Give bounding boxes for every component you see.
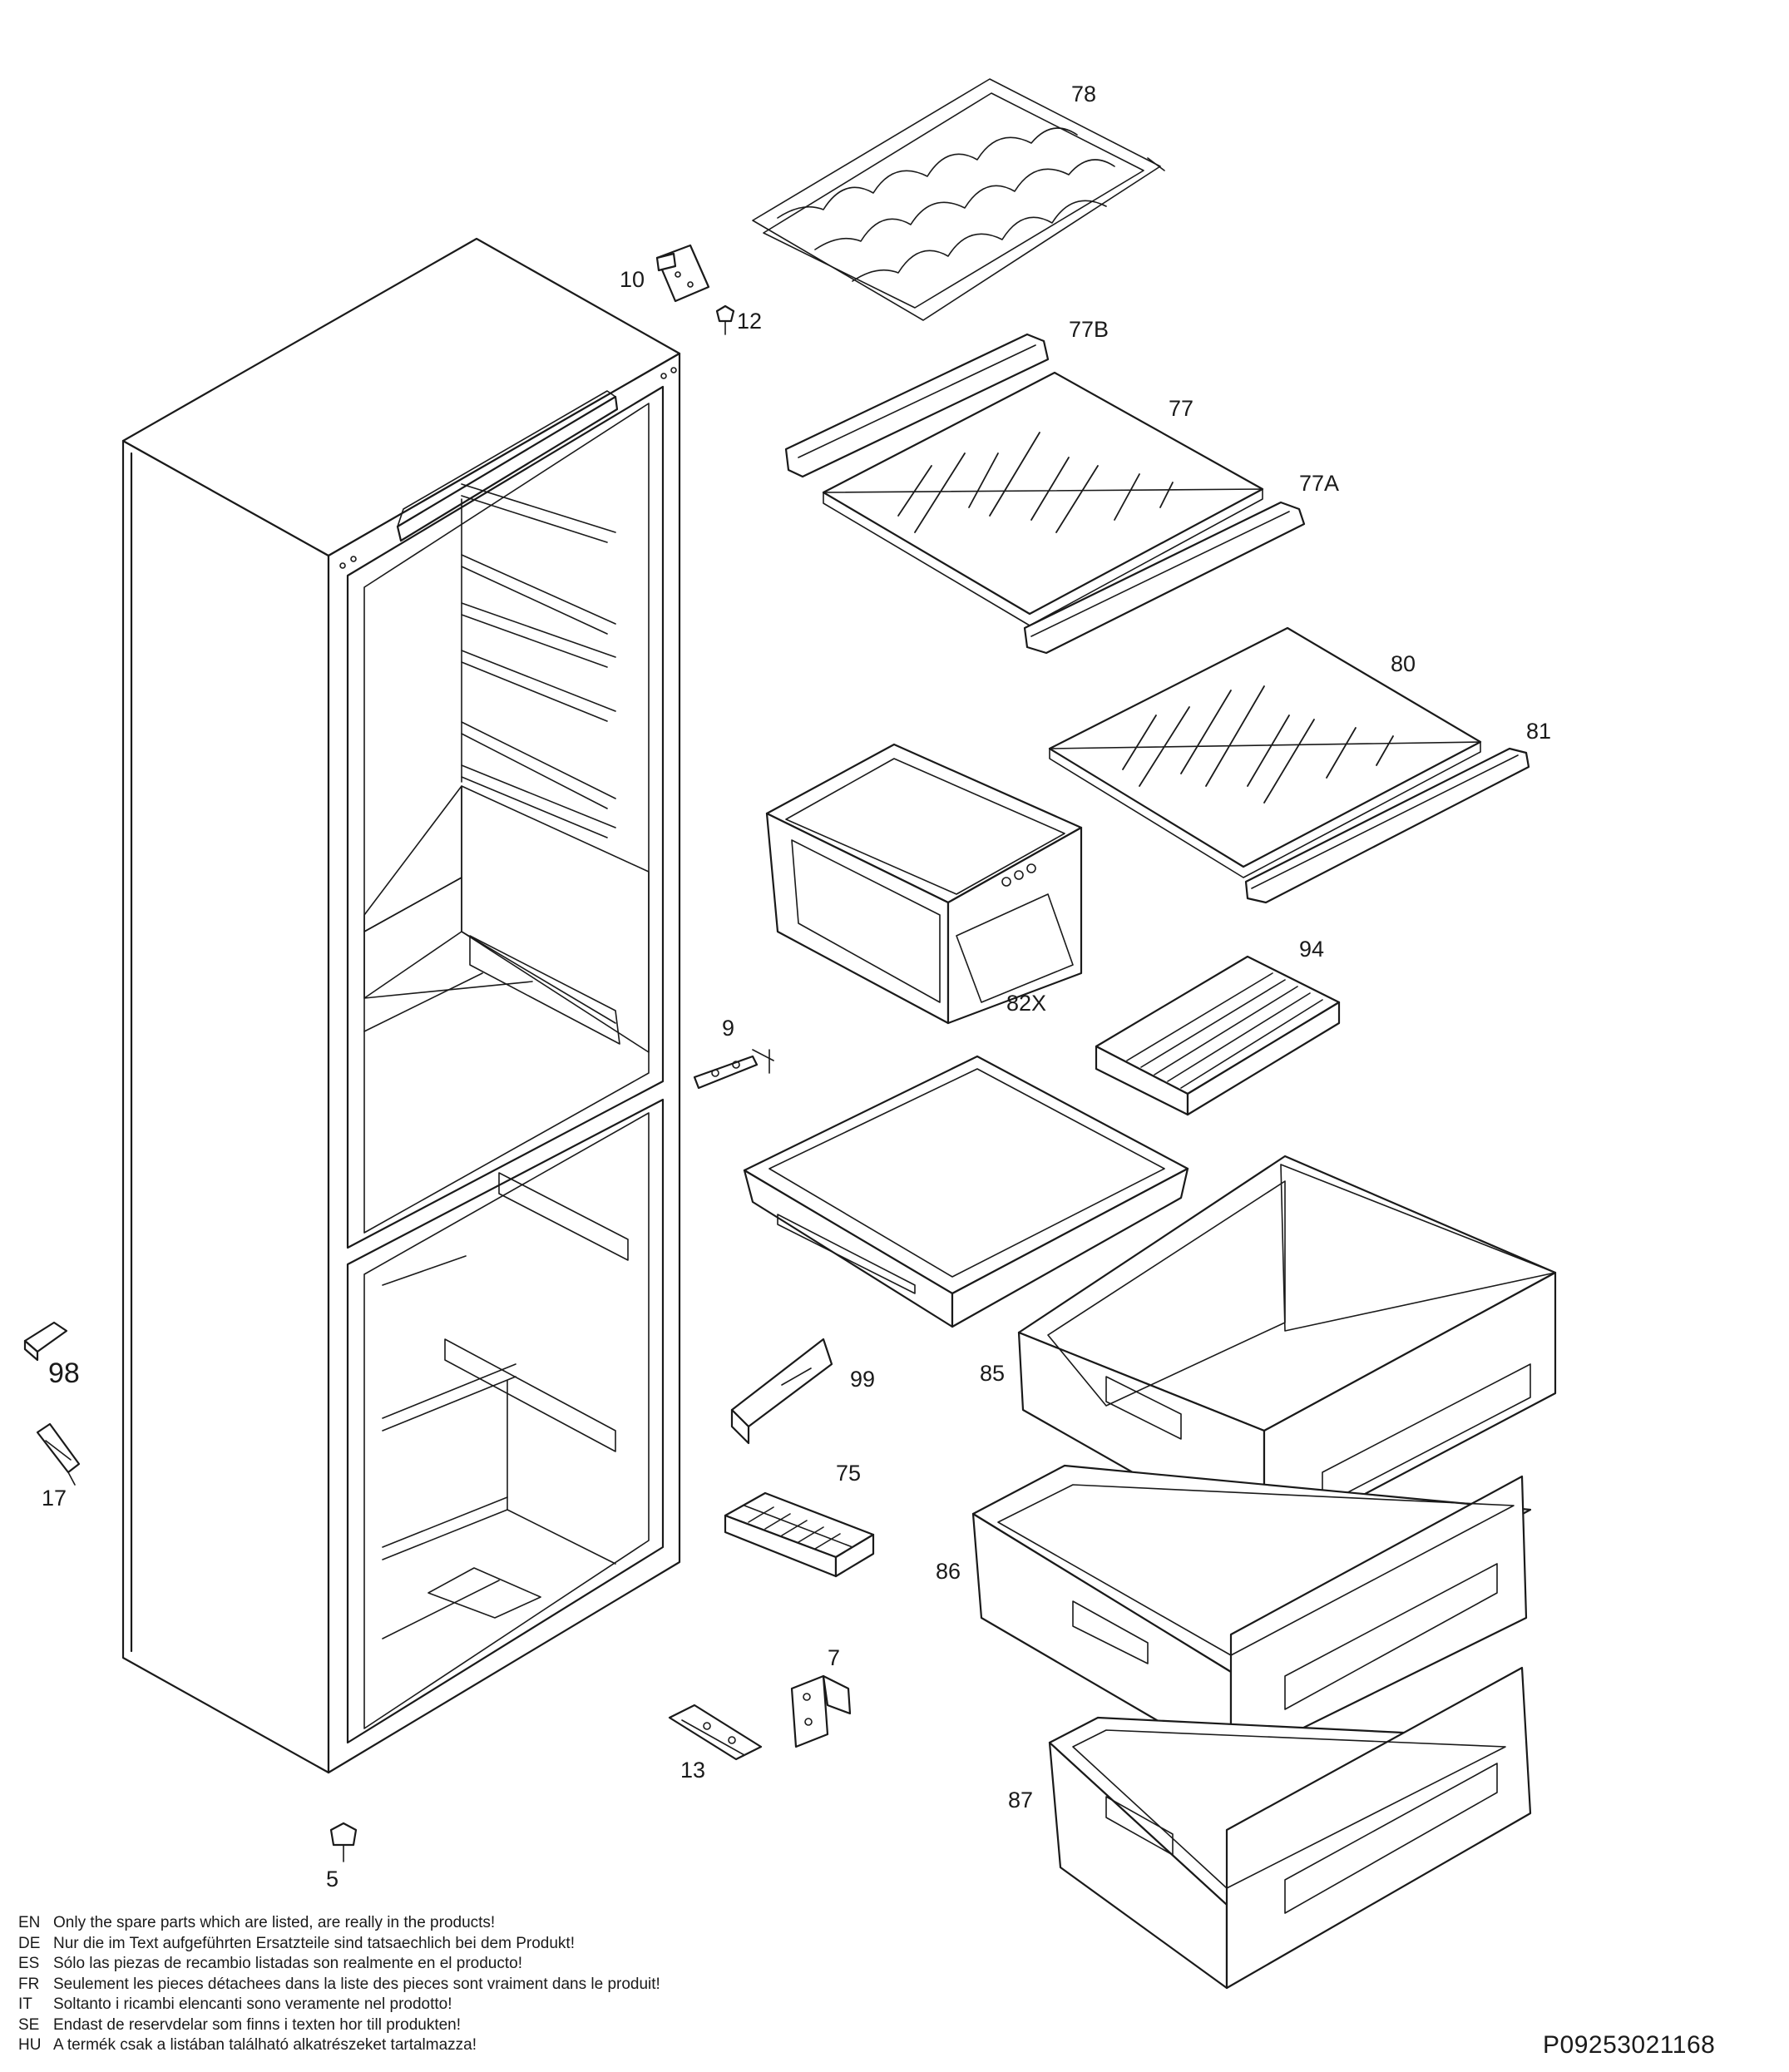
label-77a: 77A [1299, 471, 1339, 496]
label-7: 7 [828, 1645, 840, 1670]
label-9: 9 [722, 1016, 734, 1041]
notice-text: A termék csak a listában található alkat… [53, 2036, 477, 2054]
part-5-adjustable-foot [329, 1822, 358, 1862]
spare-parts-notice: EN Only the spare parts which are listed… [18, 1913, 1100, 2056]
label-77b: 77B [1069, 317, 1109, 342]
label-5: 5 [326, 1867, 339, 1892]
notice-de: DE Nur die im Text aufgeführten Ersatzte… [18, 1934, 1100, 1955]
part-17-thermostat-knob [36, 1422, 81, 1486]
document-code: P09253021168 [1543, 2031, 1716, 2059]
notice-it: IT Soltanto i ricambi elencanti sono ver… [18, 1995, 1100, 2015]
label-98: 98 [48, 1357, 80, 1389]
label-94: 94 [1299, 937, 1324, 962]
notice-en: EN Only the spare parts which are listed… [18, 1913, 1100, 1934]
part-10-hinge-bracket [655, 244, 710, 303]
notice-language-code: ES [18, 1955, 40, 1972]
label-75: 75 [836, 1461, 861, 1486]
label-13: 13 [680, 1758, 705, 1783]
part-77b-shelf-rear-trim [784, 333, 1050, 478]
label-81: 81 [1526, 719, 1551, 744]
label-17: 17 [42, 1486, 67, 1511]
label-12: 12 [737, 309, 762, 334]
notice-es: ES Sólo las piezas de recambio listadas … [18, 1954, 1100, 1975]
label-10: 10 [620, 267, 645, 292]
label-85: 85 [980, 1361, 1005, 1386]
label-78: 78 [1071, 82, 1096, 106]
part-82x-crisper-box [765, 743, 1083, 1025]
notice-language-code: SE [18, 2015, 40, 2034]
part-77a-shelf-front-trim [1023, 501, 1306, 655]
part-86-freezer-drawer [971, 1464, 1532, 1765]
notice-text: Sólo las piezas de recambio listadas son… [53, 1955, 522, 1972]
part-94-egg-tray [1095, 955, 1341, 1116]
part-99-hinge-cover [730, 1338, 833, 1445]
part-13-hinge-bracket [668, 1704, 763, 1761]
label-99: 99 [850, 1367, 875, 1392]
part-9-middle-hinge [693, 1049, 774, 1090]
notice-language-code: HU [18, 2036, 42, 2054]
notice-se: SE Endast de reservdelar som finns i tex… [18, 2015, 1100, 2036]
notice-language-code: EN [18, 1914, 41, 1931]
part-12-screw [715, 304, 735, 335]
notice-language-code: DE [18, 1934, 41, 1952]
refrigerator-cabinet [121, 237, 681, 1774]
part-80-glass-shelf [1048, 626, 1482, 878]
label-77: 77 [1169, 396, 1193, 421]
notice-text: Soltanto i ricambi elencanti sono verame… [53, 1995, 452, 2013]
notice-fr: FR Seulement les pieces détachees dans l… [18, 1975, 1100, 1995]
notice-language-code: FR [18, 1975, 40, 1993]
label-82x: 82X [1006, 991, 1046, 1016]
notice-text: Endast de reservdelar som finns i texten… [53, 2015, 462, 2034]
freezer-tray [743, 1055, 1189, 1328]
notice-hu: HU A termék csak a listában található al… [18, 2035, 1100, 2056]
label-86: 86 [936, 1559, 961, 1584]
notice-text: Nur die im Text aufgeführten Ersatzteile… [53, 1934, 575, 1952]
part-78-bottle-rack [752, 78, 1165, 321]
part-7-lower-hinge [790, 1674, 852, 1748]
part-81-shelf-front-trim [1244, 747, 1530, 904]
label-87: 87 [1008, 1788, 1033, 1812]
part-77-glass-shelf [822, 371, 1264, 626]
part-labels: 78 77B 77 77A 10 12 80 81 82X 94 9 99 85… [42, 82, 1551, 1892]
notice-language-code: IT [18, 1995, 32, 2013]
notice-text: Seulement les pieces détachees dans la l… [53, 1975, 660, 1993]
part-75-ice-cube-tray [724, 1491, 875, 1578]
part-87-freezer-drawer [1048, 1666, 1532, 1990]
label-80: 80 [1391, 651, 1416, 676]
part-98-cover [23, 1321, 68, 1362]
part-85-freezer-drawer [1017, 1155, 1557, 1549]
notice-text: Only the spare parts which are listed, a… [53, 1914, 496, 1931]
